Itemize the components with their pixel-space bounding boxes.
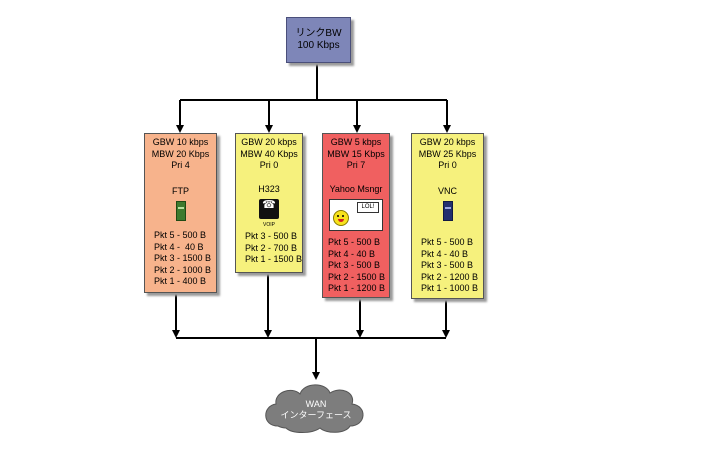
cloud-icon	[265, 384, 364, 433]
queue-mbw: MBW 25 Kbps	[418, 148, 477, 159]
packet-item: Pkt 3 - 500 B	[328, 260, 381, 270]
link-bandwidth-label: リンクBW	[295, 28, 342, 39]
queue-priority: Pri 4	[171, 160, 190, 170]
packet-item: Pkt 1 - 400 B	[154, 276, 207, 286]
link-bandwidth-box: リンクBW 100 Kbps	[286, 17, 351, 63]
queue-priority: Pri 0	[259, 160, 279, 170]
packet-item: Pkt 4 - 40 B	[154, 241, 204, 252]
packet-list: Pkt 5 - 500 B Pkt 4 - 40 B Pkt 3 - 500 B…	[323, 237, 389, 295]
wan-label-line1: WAN	[305, 399, 327, 409]
queue-gbw: GBW 10 kbps	[152, 137, 209, 147]
queue-ftp: GBW 10 kbps MBW 20 Kbps Pri 4 FTP Pkt 5 …	[144, 133, 217, 293]
packet-item: Pkt 5 - 500 B	[328, 237, 381, 247]
voip-phone-icon: ☎ VOIP	[259, 199, 279, 228]
packet-item: Pkt 3 - 1500 B	[154, 253, 212, 263]
queue-mbw: MBW 20 Kbps	[151, 148, 210, 159]
queue-priority: Pri 7	[346, 160, 366, 170]
packet-item: Pkt 2 - 1000 B	[154, 264, 212, 275]
queue-app-name: FTP	[172, 185, 189, 196]
packet-list: Pkt 3 - 500 B Pkt 2 - 700 B Pkt 1 - 1500…	[236, 231, 302, 266]
queue-mbw: MBW 15 Kbps	[327, 148, 385, 159]
queue-vnc: GBW 20 kbps MBW 25 Kbps Pri 0 VNC Pkt 5 …	[411, 133, 484, 299]
packet-item: Pkt 2 - 1200 B	[421, 271, 479, 282]
queue-priority: Pri 0	[438, 160, 457, 170]
link-bandwidth-value: 100 Kbps	[297, 40, 340, 51]
packet-item: Pkt 4 - 40 B	[421, 248, 469, 259]
queue-gbw: GBW 20 kbps	[419, 137, 476, 147]
queue-yahoo-msngr: GBW 5 kbps MBW 15 Kbps Pri 7 Yahoo Msngr…	[322, 133, 390, 298]
packet-item: Pkt 1 - 1000 B	[421, 283, 479, 293]
packet-list: Pkt 5 - 500 B Pkt 4 - 40 B Pkt 3 - 1500 …	[145, 230, 216, 288]
packet-list: Pkt 5 - 500 B Pkt 4 - 40 B Pkt 3 - 500 B…	[412, 237, 483, 295]
queue-app-name: Yahoo Msngr	[329, 183, 383, 194]
voip-icon-label: VOIP	[263, 222, 275, 228]
queue-app-name: VNC	[437, 185, 457, 196]
queue-app-name: H323	[258, 183, 280, 194]
packet-item: Pkt 1 - 1200 B	[328, 283, 386, 293]
packet-item: Pkt 5 - 500 B	[421, 237, 474, 247]
wan-label-line2: インターフェース	[280, 410, 352, 420]
packet-item: Pkt 2 - 700 B	[245, 242, 298, 253]
packet-item: Pkt 1 - 1500 B	[245, 254, 303, 264]
messenger-smiley-icon: LOL!	[329, 199, 383, 231]
packet-item: Pkt 3 - 500 B	[421, 260, 474, 270]
queue-gbw: GBW 5 kbps	[330, 137, 382, 147]
packet-item: Pkt 2 - 1500 B	[328, 271, 386, 282]
speech-bubble-icon: LOL!	[357, 202, 379, 213]
queue-gbw: GBW 20 kbps	[241, 137, 297, 147]
queue-mbw: MBW 40 Kbps	[240, 148, 298, 159]
smiley-face-icon	[333, 210, 349, 226]
queue-h323: GBW 20 kbps MBW 40 Kbps Pri 0 H323 ☎ VOI…	[235, 133, 303, 273]
packet-item: Pkt 4 - 40 B	[328, 248, 376, 259]
wan-interface-label: WAN インターフェース	[271, 399, 361, 421]
ftp-icon	[175, 201, 186, 221]
packet-item: Pkt 3 - 500 B	[245, 231, 298, 241]
packet-item: Pkt 5 - 500 B	[154, 230, 207, 240]
vnc-icon	[442, 201, 453, 221]
